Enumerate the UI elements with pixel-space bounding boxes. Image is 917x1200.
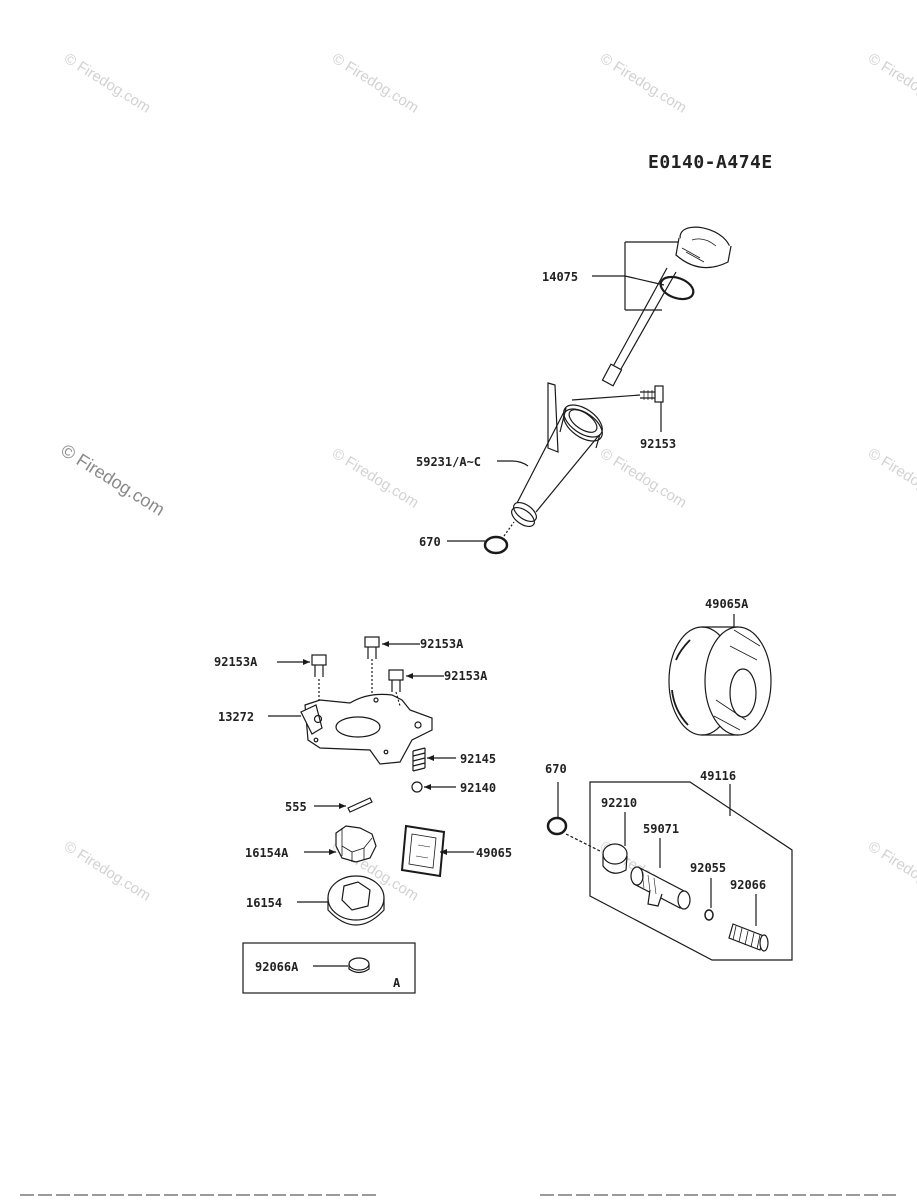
filler-tube-part xyxy=(511,382,603,528)
part-label: 16154 xyxy=(246,896,283,910)
screen-part xyxy=(400,824,446,878)
part-label: 59071 xyxy=(643,822,680,836)
part-label: 92153 xyxy=(640,437,677,451)
part-label: 670 xyxy=(419,535,441,549)
part-label: 92210 xyxy=(601,796,638,810)
part-label: 49116 xyxy=(700,769,737,783)
pin-part xyxy=(347,797,373,813)
part-label: 92145 xyxy=(460,752,497,766)
part-label: 92066 xyxy=(730,878,767,892)
inner-rotor-part xyxy=(335,825,377,863)
part-label: 92055 xyxy=(690,861,727,875)
part-label: 59231/A~C xyxy=(416,455,482,469)
relief-plug-part xyxy=(728,923,769,952)
part-label: 92066A xyxy=(255,960,299,974)
part-label: 92153A xyxy=(444,669,488,683)
o-ring-part xyxy=(546,816,568,836)
part-label: 14075 xyxy=(542,270,579,284)
dipstick-part xyxy=(601,226,732,387)
part-label: 49065 xyxy=(476,846,513,860)
part-label: 92140 xyxy=(460,781,497,795)
footer-dashes xyxy=(20,1194,900,1196)
oil-filter-part xyxy=(668,626,772,736)
detail-box-letter: A xyxy=(393,976,401,990)
part-label: 16154A xyxy=(245,846,289,860)
detail-box-a xyxy=(242,942,416,994)
part-label: 92153A xyxy=(214,655,258,669)
washer-part xyxy=(704,909,714,921)
spring-part xyxy=(412,747,426,772)
part-label: 49065A xyxy=(705,597,749,611)
bolt-92153-part xyxy=(571,385,664,432)
ball-part xyxy=(411,781,423,793)
plug-part xyxy=(348,957,370,971)
part-label: 555 xyxy=(285,800,307,814)
o-ring-part xyxy=(483,535,509,555)
pump-cover-part xyxy=(300,693,433,765)
part-label: 670 xyxy=(545,762,567,776)
fitting-part xyxy=(630,866,691,910)
bolt-92153a-part xyxy=(311,636,404,692)
part-label: 13272 xyxy=(218,710,255,724)
part-label: 92153A xyxy=(420,637,464,651)
assembly-outline-49116 xyxy=(589,781,793,961)
outer-rotor-part xyxy=(327,875,385,926)
diagram-code: E0140-A474E xyxy=(648,152,773,173)
nut-part xyxy=(602,843,628,874)
